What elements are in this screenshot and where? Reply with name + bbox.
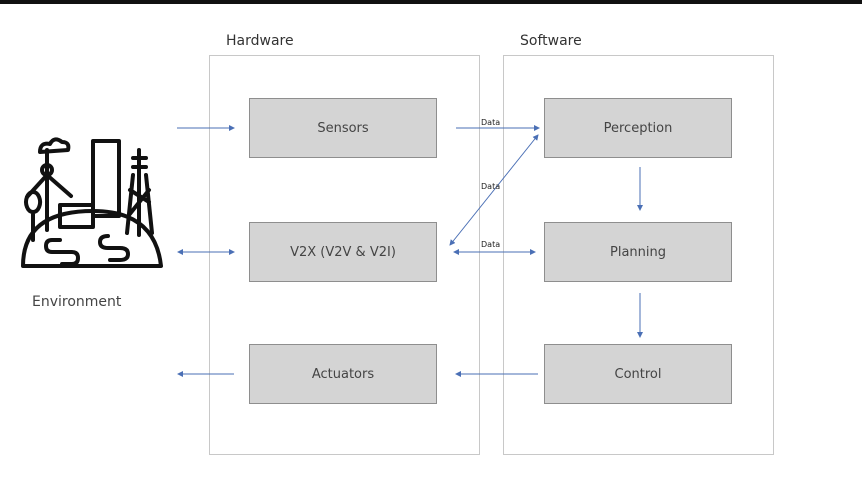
v2x-node[interactable]: V2X (V2V & V2I) bbox=[249, 222, 437, 282]
sensors-node[interactable]: Sensors bbox=[249, 98, 437, 158]
hardware-group bbox=[209, 55, 480, 455]
planning-node[interactable]: Planning bbox=[544, 222, 732, 282]
software-label: Software bbox=[520, 33, 582, 49]
actuators-node[interactable]: Actuators bbox=[249, 344, 437, 404]
perception-v2x-diag-arrow bbox=[449, 134, 539, 246]
sensors-perception-data-label: Data bbox=[481, 118, 501, 127]
hardware-label: Hardware bbox=[226, 33, 294, 49]
top-border bbox=[0, 0, 862, 4]
city-environment-icon bbox=[21, 137, 163, 268]
perception-node[interactable]: Perception bbox=[544, 98, 732, 158]
v2x-planning-data-label: Data bbox=[481, 240, 501, 249]
environment-label: Environment bbox=[32, 294, 122, 310]
software-group bbox=[503, 55, 774, 455]
control-node[interactable]: Control bbox=[544, 344, 732, 404]
diagonal-data-label: Data bbox=[481, 182, 501, 191]
